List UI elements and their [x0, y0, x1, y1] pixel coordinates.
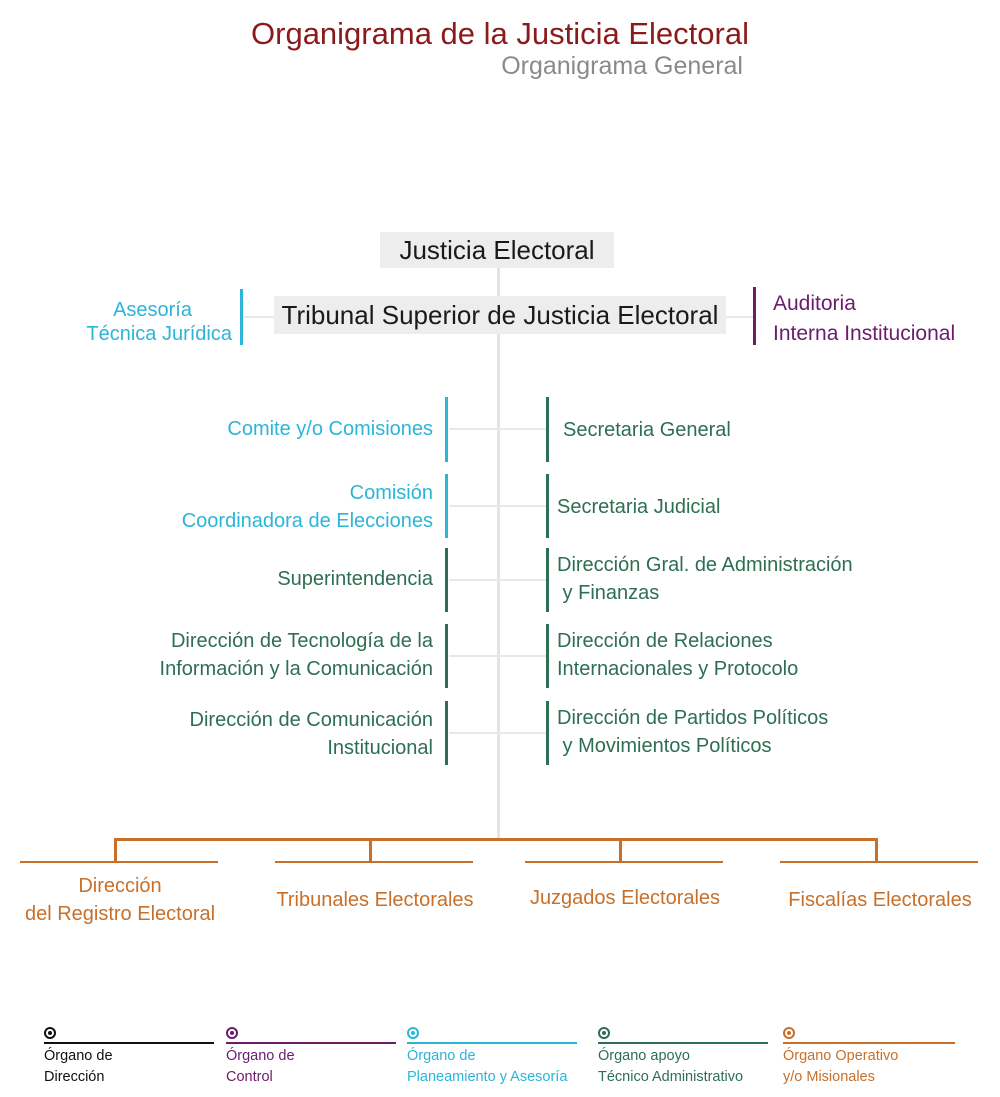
node-tic-line1: Dirección de Tecnología de la	[170, 630, 433, 652]
secretaria-judicial-bar	[546, 474, 549, 538]
connector-asesoria	[244, 316, 280, 318]
tic-bar	[445, 624, 448, 688]
superintendencia-bar	[445, 548, 448, 612]
node-juzgados: Juzgados Electorales	[529, 887, 721, 909]
comite-bar	[445, 397, 448, 462]
node-relaciones-line2: Internacionales y Protocolo	[557, 658, 799, 680]
node-auditoria-line1: Auditoria	[773, 292, 856, 315]
node-auditoria-line2: Interna Institucional	[773, 322, 956, 345]
legend-apoyo-icon	[598, 1027, 610, 1039]
operativo-bus	[114, 838, 877, 841]
node-fiscalias: Fiscalías Electorales	[788, 889, 972, 911]
legend-apoyo-line1: Órgano apoyo	[598, 1048, 690, 1064]
node-registro-line1: Dirección	[78, 875, 162, 897]
operativo-drop-4	[875, 838, 878, 862]
operativo-bar-4	[780, 861, 978, 863]
node-asesoria-line2: Técnica Jurídica	[86, 323, 232, 345]
node-partidos-line1: Dirección de Partidos Políticos	[557, 707, 829, 729]
legend-control-line1: Órgano de	[226, 1048, 295, 1064]
legend-direccion-line1: Órgano de	[44, 1048, 113, 1064]
node-relaciones-line1: Dirección de Relaciones	[557, 630, 773, 652]
legend-direccion-line2: Dirección	[44, 1069, 105, 1085]
operativo-drop-1	[114, 838, 117, 862]
node-comunicacion-line2: Institucional	[327, 737, 433, 759]
administracion-bar	[546, 548, 549, 612]
asesoria-bar	[240, 289, 243, 345]
row-connector-2	[449, 505, 546, 507]
chart-subtitle: Organigrama General	[501, 52, 743, 80]
legend-control-line2: Control	[226, 1069, 273, 1085]
operativo-bar-3	[525, 861, 723, 863]
node-comunicacion-line1: Dirección de Comunicación	[189, 709, 433, 731]
row-connector-5	[449, 732, 546, 734]
node-tic-line2: Información y la Comunicación	[159, 658, 433, 680]
node-comision-line1: Comisión	[349, 482, 433, 504]
row-connector-4	[449, 655, 546, 657]
auditoria-bar	[753, 287, 756, 345]
chart-title: Organigrama de la Justicia Electoral	[251, 16, 749, 51]
legend-operativo-icon	[783, 1027, 795, 1039]
node-superintendencia: Superintendencia	[277, 568, 433, 590]
legend-planeamiento-line1: Órgano de	[407, 1048, 476, 1064]
node-comite-comisiones: Comite y/o Comisiones	[227, 418, 433, 440]
legend-planeamiento-icon	[407, 1027, 419, 1039]
legend-planeamiento-line2: Planeamiento y Asesoría	[407, 1069, 568, 1085]
node-administracion-line1: Dirección Gral. de Administración	[557, 554, 853, 576]
operativo-drop-2	[369, 838, 372, 862]
node-secretaria-general: Secretaria General	[563, 419, 731, 441]
operativo-drop-3	[619, 838, 622, 862]
node-tribunal-superior: Tribunal Superior de Justicia Electoral	[274, 296, 726, 334]
legend-operativo-line2: y/o Misionales	[783, 1069, 875, 1085]
node-comision-line2: Coordinadora de Elecciones	[181, 510, 433, 532]
legend-planeamiento-line	[407, 1042, 577, 1044]
legend-operativo-line1: Órgano Operativo	[783, 1048, 899, 1064]
node-justicia-electoral: Justicia Electoral	[380, 232, 614, 268]
connector-auditoria	[720, 316, 754, 318]
legend-direccion-line	[44, 1042, 214, 1044]
node-asesoria-line1: Asesoría	[113, 299, 192, 321]
legend-apoyo-line	[598, 1042, 768, 1044]
main-connector	[497, 262, 500, 840]
node-secretaria-judicial: Secretaria Judicial	[557, 496, 721, 518]
legend-direccion-icon	[44, 1027, 56, 1039]
operativo-bar-2	[275, 861, 473, 863]
legend-control-icon	[226, 1027, 238, 1039]
node-administracion-line2: y Finanzas	[557, 582, 660, 604]
comunicacion-bar	[445, 701, 448, 765]
row-connector-1	[449, 428, 546, 430]
node-tribunales: Tribunales Electorales	[276, 889, 474, 911]
legend: Órgano de Dirección Órgano de Control Ór…	[0, 1020, 1000, 1097]
legend-control-line	[226, 1042, 396, 1044]
relaciones-bar	[546, 624, 549, 688]
node-registro-line2: del Registro Electoral	[24, 903, 216, 925]
comision-bar	[445, 474, 448, 538]
secretaria-general-bar	[546, 397, 549, 462]
legend-apoyo-line2: Técnico Administrativo	[598, 1069, 744, 1085]
node-partidos-line2: y Movimientos Políticos	[557, 735, 772, 757]
row-connector-3	[449, 579, 546, 581]
partidos-bar	[546, 701, 549, 765]
operativo-bar-1	[20, 861, 218, 863]
legend-operativo-line	[783, 1042, 955, 1044]
